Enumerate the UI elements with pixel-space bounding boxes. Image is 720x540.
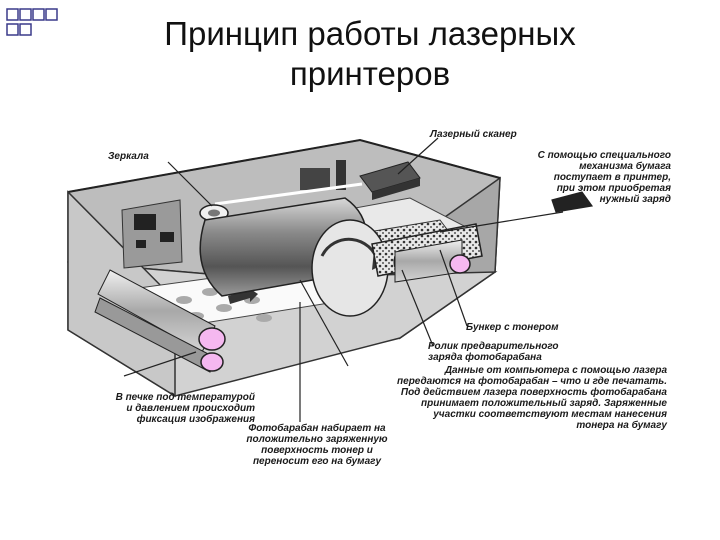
label-fuser-line: и давлением происходит bbox=[126, 403, 255, 414]
label-toner-bin: Бункер с тонером bbox=[466, 322, 559, 333]
label-drum-toner-line: поверхность тонер и bbox=[261, 445, 373, 456]
label-paper-feed: С помощью специального механизма бумага … bbox=[478, 150, 671, 205]
label-paper-feed-line: С помощью специального bbox=[537, 150, 671, 161]
label-precharge-roller: Ролик предварительного заряда фотобараба… bbox=[428, 341, 559, 363]
label-paper-feed-line: при этом приобретая bbox=[556, 183, 671, 194]
bullet-squares-decoration bbox=[6, 8, 58, 36]
label-mirrors: Зеркала bbox=[108, 151, 149, 162]
photodrum bbox=[199, 197, 389, 317]
label-fuser: В печке под температурой и давлением про… bbox=[40, 392, 255, 425]
label-fuser-line: В печке под температурой bbox=[115, 392, 255, 403]
label-precharge-roller-line: заряда фотобарабана bbox=[428, 352, 542, 363]
label-fuser-line: фиксация изображения bbox=[136, 414, 255, 425]
label-drum-toner-line: Фотобарабан набирает на bbox=[248, 423, 386, 434]
slide-title-line-1: Принцип работы лазерных bbox=[164, 15, 576, 52]
slide-title: Принцип работы лазерных принтеров bbox=[110, 14, 630, 94]
precharge-roller bbox=[394, 239, 471, 283]
label-data-transfer-line: тонера на бумагу bbox=[576, 420, 667, 431]
label-paper-feed-line: поступает в принтер, bbox=[553, 172, 671, 183]
label-data-transfer-line: Под действием лазера поверхность фотобар… bbox=[400, 387, 667, 398]
circuit-board bbox=[121, 160, 346, 269]
label-data-transfer-line: Данные от компьютера с помощью лазера bbox=[444, 365, 667, 376]
laser-scanner bbox=[214, 161, 421, 206]
label-paper-feed-line: механизма бумага bbox=[579, 161, 671, 172]
slide-title-line-2: принтеров bbox=[289, 55, 451, 92]
label-drum-toner: Фотобарабан набирает на положительно зар… bbox=[222, 423, 412, 467]
label-data-transfer-line: участки соответствуют местам нанесения bbox=[433, 409, 667, 420]
fuser-rollers bbox=[94, 269, 226, 373]
label-data-transfer-line: принимает положительный заряд. Заряженны… bbox=[421, 398, 667, 409]
label-paper-feed-line: нужный заряд bbox=[599, 194, 671, 205]
label-drum-toner-line: переносит его на бумагу bbox=[252, 456, 382, 467]
label-drum-toner-line: положительно заряженную bbox=[246, 434, 388, 445]
label-data-transfer-line: передаются на фотобарабан – что и где пе… bbox=[397, 376, 667, 387]
callout-lines bbox=[123, 137, 594, 422]
label-data-transfer: Данные от компьютера с помощью лазера пе… bbox=[312, 365, 667, 431]
label-laser-scanner: Лазерный сканер bbox=[430, 129, 517, 140]
label-precharge-roller-line: Ролик предварительного bbox=[428, 341, 559, 352]
